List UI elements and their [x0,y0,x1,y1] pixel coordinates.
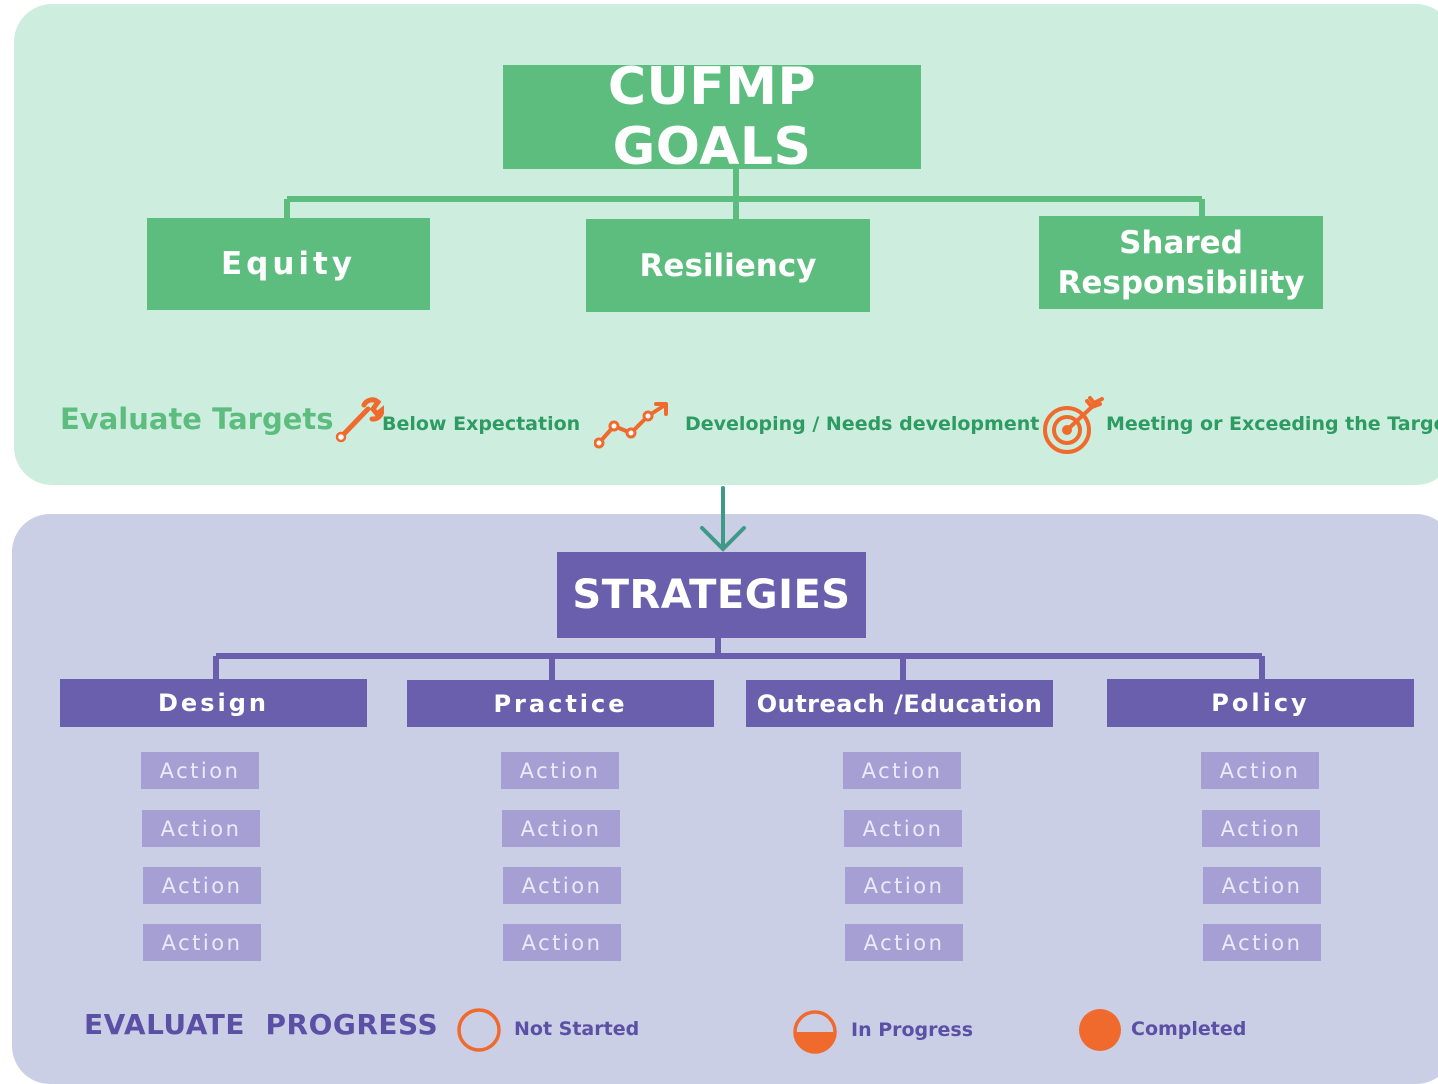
goal-resiliency-box: Resiliency [586,219,870,312]
category-design-box: Design [60,679,367,727]
category-practice-label: Practice [493,689,628,718]
action-box: Action [1202,810,1320,847]
action-box: Action [143,867,261,904]
action-box: Action [141,752,259,789]
category-outreach-box: Outreach /Education [746,680,1053,727]
meeting-target-label: Meeting or Exceeding the Target [1106,413,1438,435]
goal-resiliency-label: Resiliency [639,247,817,284]
below-expectation-label: Below Expectation [382,413,581,435]
goals-title-box: CUFMP GOALS [503,57,921,177]
category-design-label: Design [158,689,269,717]
action-box: Action [1203,867,1321,904]
strategies-title-box: STRATEGIES [557,552,866,638]
trend-line-icon [594,402,668,449]
category-policy-label: Policy [1211,689,1310,717]
target-icon [1043,396,1104,454]
category-outreach-label: Outreach /Education [756,689,1043,718]
goal-equity-box: Equity [147,218,430,310]
action-box: Action [143,924,261,961]
goals-title: CUFMP GOALS [607,57,817,177]
half-circle-icon [793,1010,837,1054]
action-box: Action [1203,924,1321,961]
action-box: Action [501,752,619,789]
wrench-icon [335,397,384,443]
action-box: Action [502,810,620,847]
goal-shared-responsibility-label: Shared Responsibility [1057,224,1305,301]
action-box: Action [843,752,961,789]
evaluate-progress-title: EVALUATE PROGRESS [84,1008,439,1041]
evaluate-targets-title: Evaluate Targets [60,402,334,436]
completed-label: Completed [1131,1018,1247,1040]
in-progress-label: In Progress [851,1019,974,1041]
goal-equity-label: Equity [220,246,357,282]
category-practice-box: Practice [407,680,714,727]
action-box: Action [503,867,621,904]
action-box: Action [845,924,963,961]
empty-circle-icon [457,1008,501,1052]
action-box: Action [844,810,962,847]
filled-circle-icon [1079,1009,1121,1051]
goal-shared-responsibility-box: Shared Responsibility [1039,216,1323,309]
not-started-label: Not Started [514,1018,640,1040]
category-policy-box: Policy [1107,679,1414,727]
action-box: Action [503,924,621,961]
action-box: Action [142,810,260,847]
action-box: Action [845,867,963,904]
developing-label: Developing / Needs development [685,413,1040,435]
action-box: Action [1201,752,1319,789]
strategies-title: STRATEGIES [572,572,851,618]
down-arrow-icon [700,486,746,552]
